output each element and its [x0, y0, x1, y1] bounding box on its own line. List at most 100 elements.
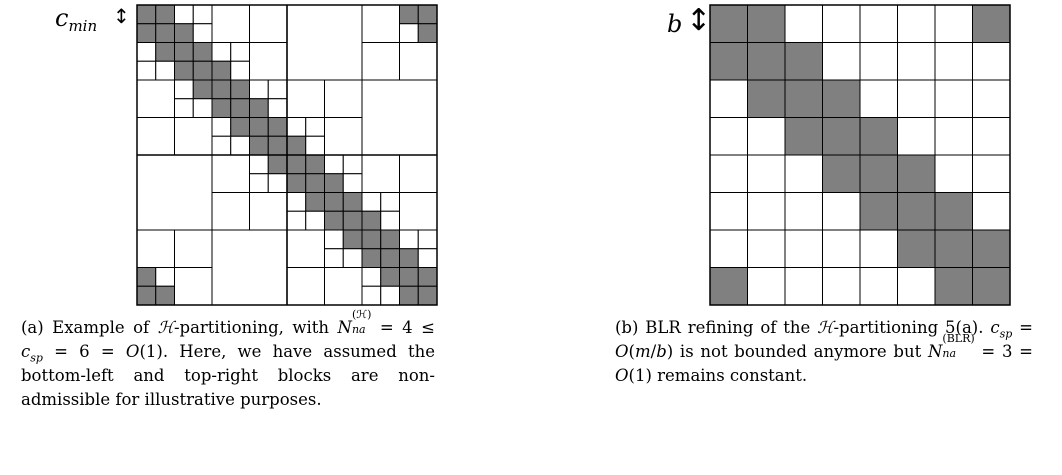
h-block-lowrank — [361, 285, 382, 306]
blr-cell — [972, 267, 1011, 306]
cmin-label: cmin — [55, 4, 98, 35]
h-block-lowrank — [192, 98, 213, 118]
blr-cell — [972, 229, 1011, 268]
h-block-dense — [380, 229, 400, 250]
h-block-dense — [342, 229, 363, 250]
blr-cell — [897, 154, 936, 193]
blr-cell — [709, 79, 748, 118]
h-block-dense — [417, 23, 438, 43]
h-block-lowrank — [361, 267, 382, 287]
blr-cell — [859, 79, 898, 118]
blr-cell — [897, 229, 936, 268]
h-block-dense — [399, 4, 419, 25]
h-block-lowrank — [361, 154, 400, 193]
blr-cell — [747, 229, 786, 268]
cmin-arrow-icon: ↕ — [113, 4, 130, 28]
h-block-lowrank — [230, 135, 250, 156]
h-block-dense — [230, 117, 250, 137]
h-block-lowrank — [136, 117, 175, 156]
h-block-dense — [249, 98, 269, 118]
figure-a: cmin ↕ (a) Example of ℋ-partitioning, wi… — [0, 0, 520, 475]
h-block-lowrank — [211, 229, 288, 306]
h-block-lowrank — [174, 267, 213, 306]
blr-cell — [934, 42, 973, 81]
h-block-dense — [211, 79, 232, 100]
h-block-lowrank — [399, 23, 419, 43]
h-block-lowrank — [324, 117, 363, 156]
h-block-lowrank — [361, 4, 400, 43]
h-block-dense — [342, 192, 363, 212]
h-block-dense — [267, 135, 288, 156]
blr-cell — [859, 4, 898, 43]
h-block-lowrank — [211, 4, 250, 43]
h-block-lowrank — [324, 267, 363, 306]
blr-cell — [784, 117, 823, 156]
h-block-dense — [286, 173, 307, 193]
h-block-lowrank — [305, 117, 325, 137]
h-block-lowrank — [249, 173, 269, 193]
h-block-lowrank — [230, 60, 250, 81]
h-block-lowrank — [267, 173, 288, 193]
blr-cell — [859, 267, 898, 306]
h-block-dense — [174, 42, 194, 62]
blr-cell — [897, 42, 936, 81]
h-block-dense — [136, 23, 157, 43]
h-block-lowrank — [211, 135, 232, 156]
blr-cell — [859, 117, 898, 156]
h-block-lowrank — [267, 98, 288, 118]
blr-cell — [784, 154, 823, 193]
h-block-lowrank — [399, 42, 438, 81]
h-block-lowrank — [342, 173, 363, 193]
blr-cell — [747, 4, 786, 43]
h-block-dense — [342, 210, 363, 231]
h-block-dense — [192, 79, 213, 100]
h-block-lowrank — [136, 229, 175, 268]
h-block-dense — [399, 267, 419, 287]
caption-a: (a) Example of ℋ-partitioning, with N(ℋ)… — [21, 307, 435, 410]
blr-cell — [784, 267, 823, 306]
h-block-dense — [417, 267, 438, 287]
blr-cell — [747, 117, 786, 156]
h-block-dense — [399, 285, 419, 306]
blr-cell — [934, 267, 973, 306]
blr-cell — [972, 117, 1011, 156]
blr-cell — [972, 192, 1011, 231]
b-arrow-icon: ↕ — [686, 3, 712, 38]
h-block-dense — [192, 42, 213, 62]
h-block-lowrank — [361, 79, 438, 156]
h-block-dense — [286, 154, 307, 175]
h-block-lowrank — [399, 229, 419, 250]
h-block-dense — [324, 210, 344, 231]
h-block-dense — [361, 229, 382, 250]
h-block-lowrank — [342, 248, 363, 268]
h-block-lowrank — [324, 248, 344, 268]
h-block-lowrank — [174, 4, 194, 25]
h-block-lowrank — [192, 23, 213, 43]
blr-cell — [822, 229, 861, 268]
blr-cell — [822, 117, 861, 156]
blr-cell — [747, 192, 786, 231]
blr-cell — [934, 154, 973, 193]
blr-cell — [897, 192, 936, 231]
blr-cell — [897, 4, 936, 43]
h-block-dense — [155, 4, 175, 25]
h-block-lowrank — [324, 229, 344, 250]
h-block-lowrank — [136, 60, 157, 81]
h-block-lowrank — [174, 98, 194, 118]
blr-cell — [784, 229, 823, 268]
h-block-lowrank — [155, 267, 175, 287]
h-block-dense — [249, 135, 269, 156]
h-block-lowrank — [267, 79, 288, 100]
h-block-dense — [305, 192, 325, 212]
blr-cell — [897, 79, 936, 118]
blr-cell — [747, 267, 786, 306]
h-block-lowrank — [286, 79, 325, 118]
h-block-lowrank — [174, 229, 213, 268]
h-block-lowrank — [380, 285, 400, 306]
h-block-lowrank — [399, 154, 438, 193]
h-block-dense — [417, 4, 438, 25]
h-block-lowrank — [286, 210, 307, 231]
h-block-lowrank — [286, 117, 307, 137]
h-block-dense — [267, 154, 288, 175]
h-block-dense — [305, 173, 325, 193]
